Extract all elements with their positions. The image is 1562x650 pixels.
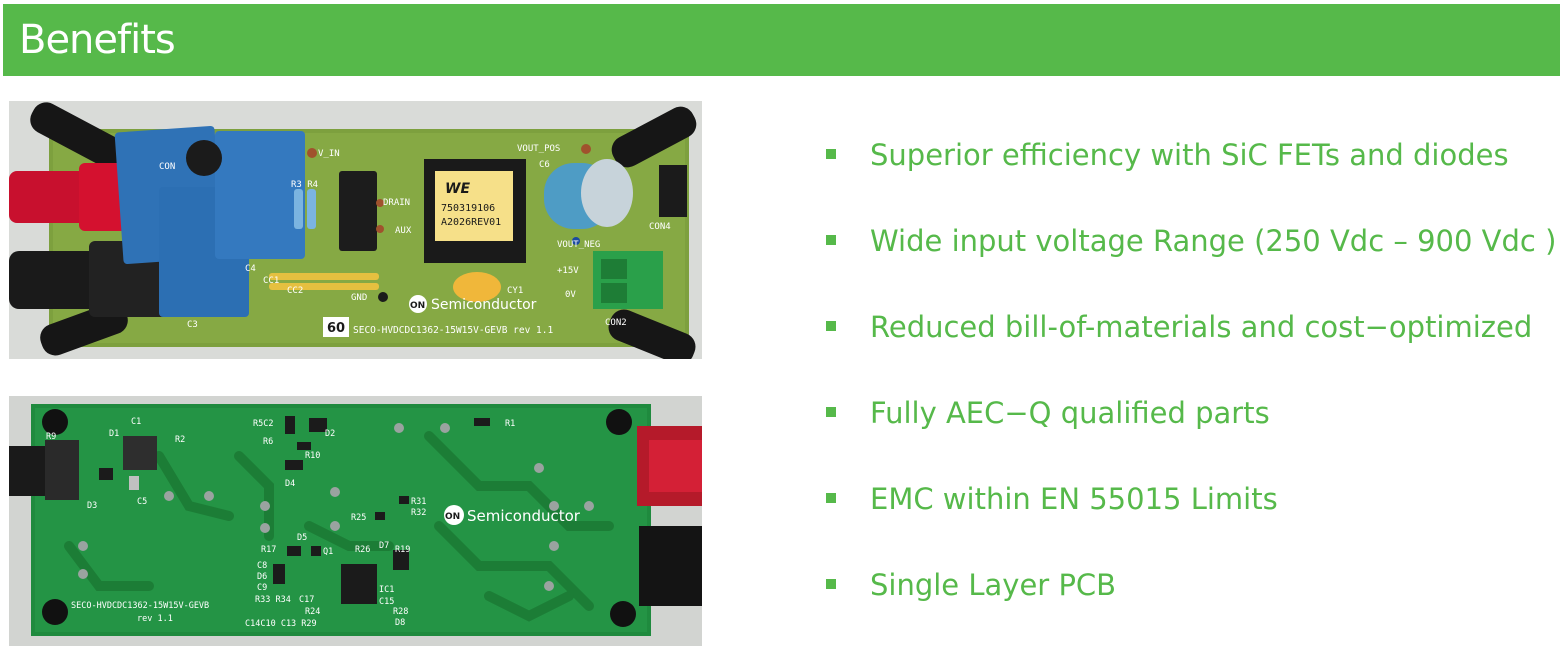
benefit-item: Single Layer PCB [826,564,1556,650]
benefit-text: Superior efficiency with SiC FETs and di… [870,138,1509,172]
label-board-name-top: SECO-HVDCDC1362-15W15V-GEVB rev 1.1 [353,325,553,336]
bullet-square-icon [826,407,836,417]
label-ic1: IC1 [379,585,394,595]
label-ov: 0V [565,290,576,300]
label-r32: R32 [411,508,426,518]
pcb-bottom-photo: ON Semiconductor C1 D1 R2 R9 D3 C5 R5C2 … [9,396,702,646]
label-cc1: CC1 [263,276,279,286]
label-r33r34: R33 R34 [255,595,291,605]
label-d3: D3 [87,501,97,511]
label-r24: R24 [305,607,320,617]
label-c4: C4 [245,264,256,274]
label-con: CON [159,162,175,172]
label-r26: R26 [355,545,370,555]
on-logo-text-top: Semiconductor [431,297,537,313]
label-r31: R31 [411,497,426,507]
transformer-logo: WE [445,181,470,197]
label-d4: D4 [285,479,295,489]
label-r25: R25 [351,513,366,523]
on-logo-text-bottom: Semiconductor [467,507,581,525]
bullet-square-icon [826,493,836,503]
label-vout-neg: VOUT_NEG [557,240,600,250]
benefits-list: Superior efficiency with SiC FETs and di… [826,134,1556,650]
pcb-top-illustration: WE 750319106 A2026REV01 ON Semiconductor… [9,101,702,359]
label-board-name-bottom: SECO-HVDCDC1362-15W15V-GEVB [71,601,209,611]
label-c5: C5 [137,497,147,507]
label-r2: R2 [175,435,185,445]
label-con2: CON2 [605,318,627,328]
benefit-text: Reduced bill-of-materials and cost−optim… [870,310,1533,344]
label-aux: AUX [395,226,412,236]
label-d1: D1 [109,429,119,439]
label-c17: C17 [299,595,314,605]
slide-title: Benefits [19,17,176,63]
label-drain: DRAIN [383,198,410,208]
label-q1: Q1 [323,547,333,557]
label-v-in: V_IN [318,149,340,159]
label-d6: D6 [257,572,267,582]
transformer-part: 750319106 [441,203,495,214]
label-r17: R17 [261,545,276,555]
label-cy1: CY1 [507,286,523,296]
bullet-square-icon [826,321,836,331]
label-rev-bottom: rev 1.1 [137,614,173,624]
benefit-item: Reduced bill-of-materials and cost−optim… [826,306,1556,392]
label-r3r4: R3 R4 [291,180,318,190]
label-r10: R10 [305,451,320,461]
label-d8: D8 [395,618,405,628]
benefit-text: Fully AEC−Q qualified parts [870,396,1270,430]
label-c3: C3 [187,320,198,330]
label-c1: C1 [131,417,141,427]
benefit-item: EMC within EN 55015 Limits [826,478,1556,564]
label-r6: R6 [263,437,273,447]
label-vout-pos: VOUT_POS [517,144,560,154]
label-c15: C15 [379,597,394,607]
label-plus15v: +15V [557,266,579,276]
label-r9: R9 [46,432,56,442]
label-c8: C8 [257,561,267,571]
benefit-text: Wide input voltage Range (250 Vdc – 900 … [870,224,1557,258]
bullet-square-icon [826,235,836,245]
benefit-item: Wide input voltage Range (250 Vdc – 900 … [826,220,1556,306]
benefit-item: Superior efficiency with SiC FETs and di… [826,134,1556,220]
on-logo-mark-bottom: ON [445,512,460,522]
pcb-top-photo: WE 750319106 A2026REV01 ON Semiconductor… [9,101,702,359]
label-c9: C9 [257,583,267,593]
label-r5c2: R5C2 [253,419,273,429]
label-gnd: GND [351,293,367,303]
transformer-rev: A2026REV01 [441,217,501,228]
benefit-text: EMC within EN 55015 Limits [870,482,1278,516]
label-r1: R1 [505,419,515,429]
label-d5: D5 [297,533,307,543]
label-con4: CON4 [649,222,671,232]
label-r19: R19 [395,545,410,555]
label-board-number: 60 [327,321,345,336]
label-d7: D7 [379,541,389,551]
header-bar: Benefits [3,4,1560,76]
benefit-item: Fully AEC−Q qualified parts [826,392,1556,478]
label-r28: R28 [393,607,408,617]
label-c6: C6 [539,160,550,170]
on-logo-mark-top: ON [410,301,425,311]
bullet-square-icon [826,579,836,589]
benefit-text: Single Layer PCB [870,568,1117,602]
label-cc2: CC2 [287,286,303,296]
pcb-bottom-illustration: ON Semiconductor C1 D1 R2 R9 D3 C5 R5C2 … [9,396,702,646]
label-d2: D2 [325,429,335,439]
label-c14c10c13r29: C14C10 C13 R29 [245,619,317,629]
bullet-square-icon [826,149,836,159]
